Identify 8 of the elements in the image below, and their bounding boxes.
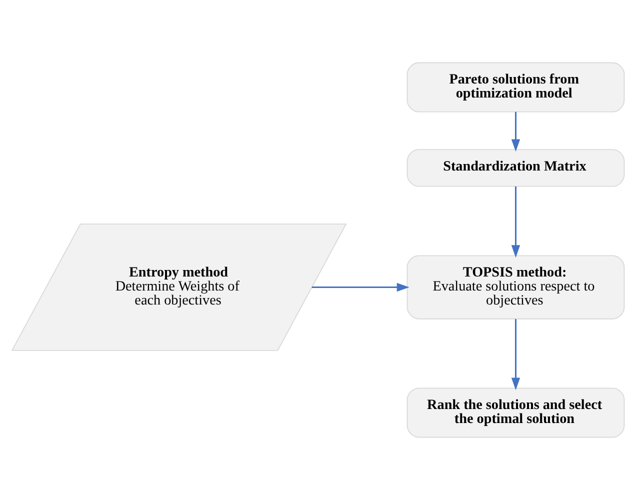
arrow — [511, 111, 520, 152]
node-box: Rank the solutions and select the optimal solution — [406, 387, 625, 438]
arrow — [511, 318, 520, 390]
arrow — [511, 186, 520, 258]
node-box: TOPSIS method: Evaluate solutions respect to objectives — [406, 254, 625, 319]
node-box: Pareto solutions from optimization model — [406, 62, 625, 112]
node-box: Standardization Matrix — [406, 148, 625, 186]
arrow — [312, 282, 410, 292]
